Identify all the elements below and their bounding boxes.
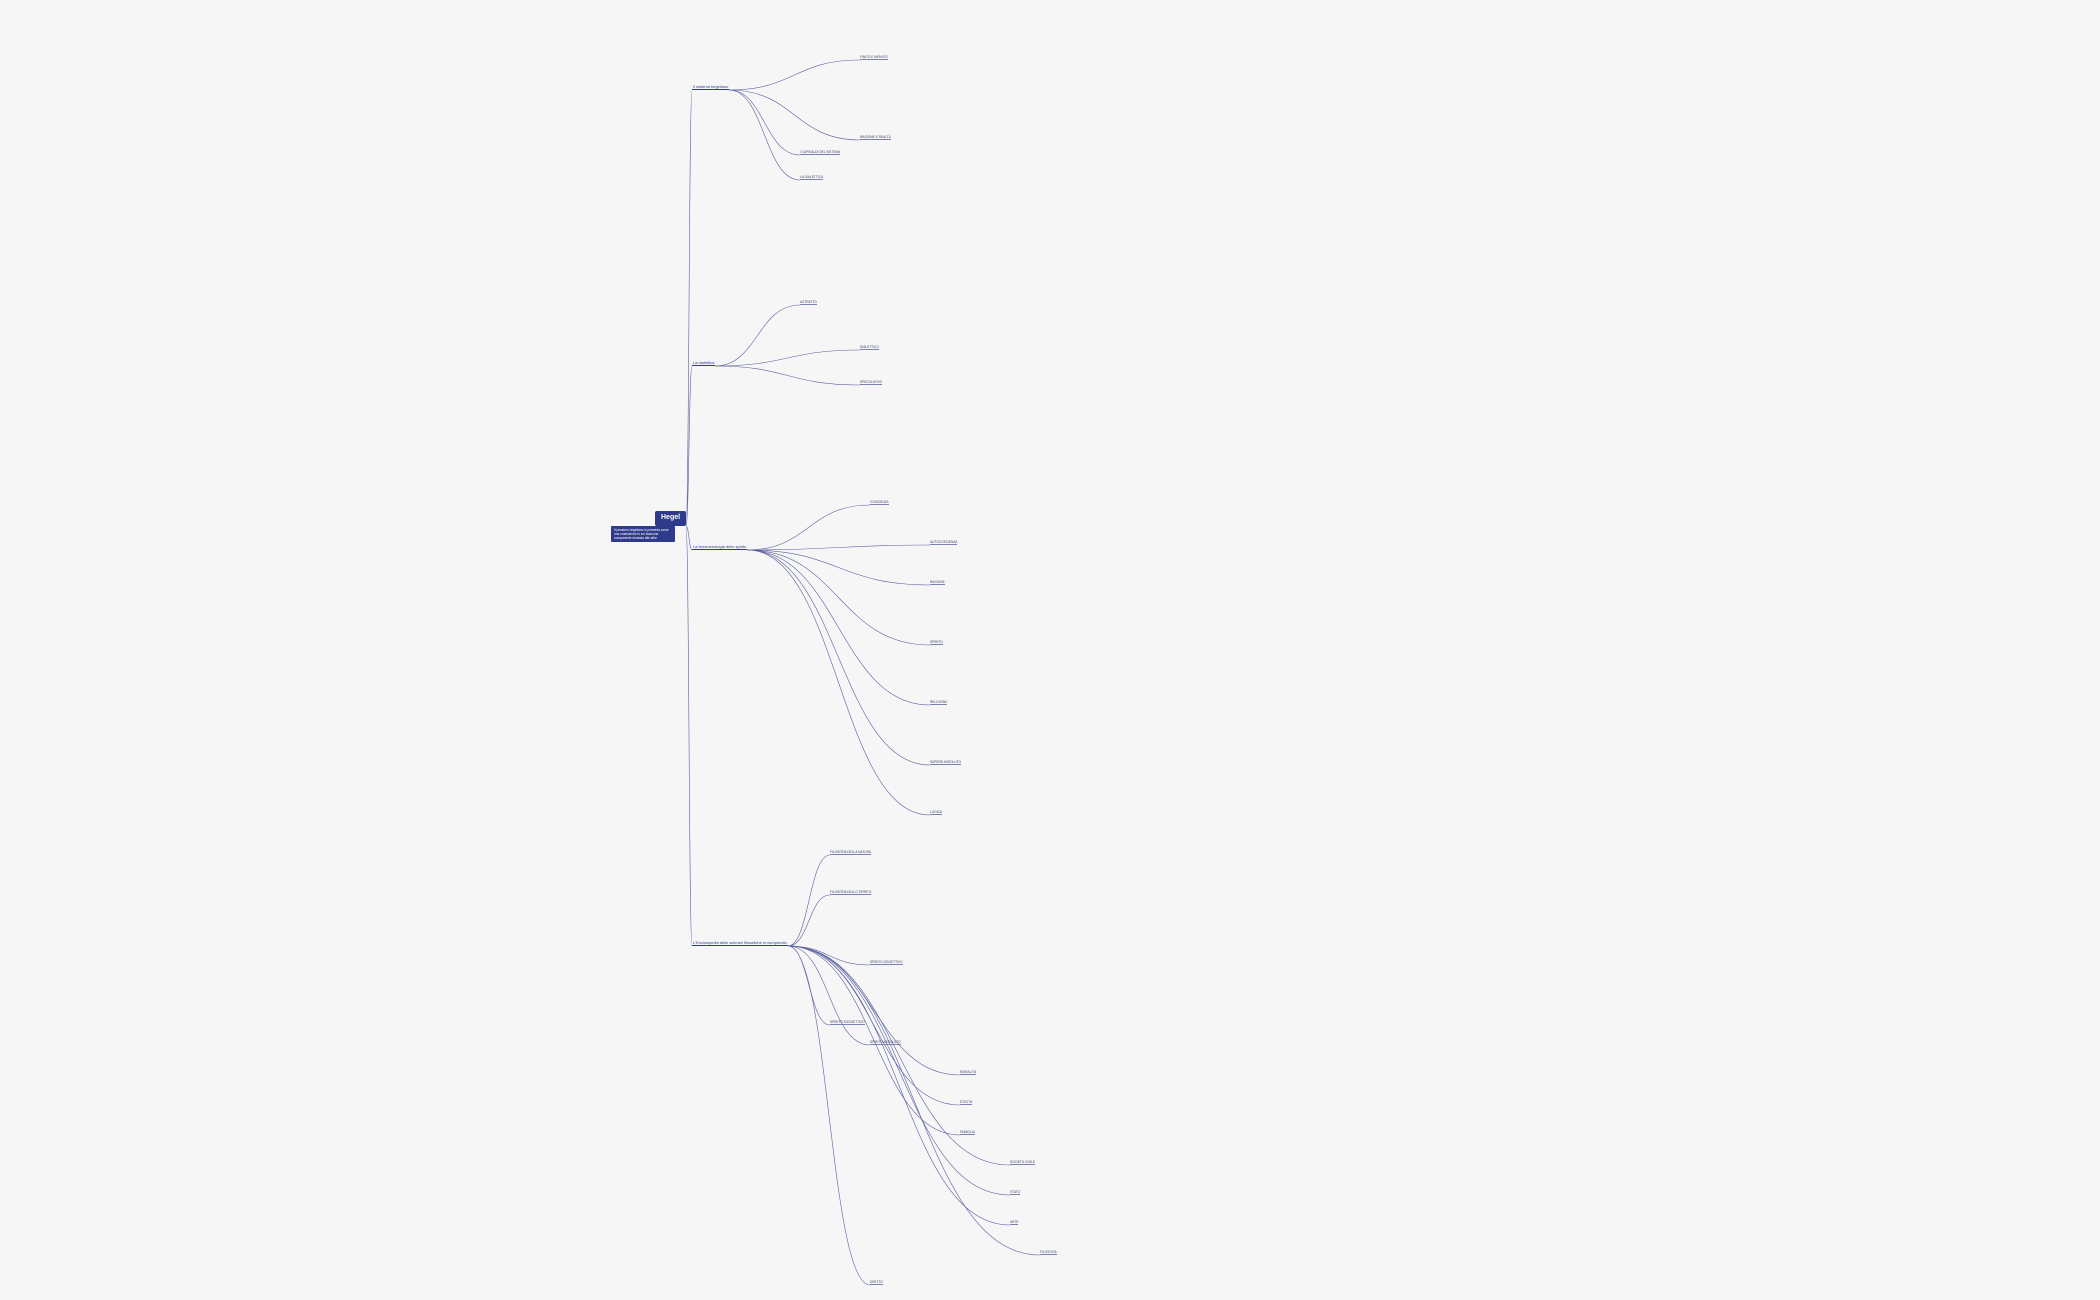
edge-branch-sub-23: [787, 945, 1011, 1166]
edge-branch-sub-19: [787, 945, 871, 1286]
edge-branch-sub-24: [787, 945, 1011, 1196]
edge-branch-sub-4: [714, 304, 801, 367]
sub-node-logica[interactable]: LOGICA: [930, 810, 943, 815]
branch-sistema-hegeliano[interactable]: Il sistema hegeliano: [692, 84, 730, 90]
sub-node-società-civile[interactable]: SOCIETÀ CIVILE: [1010, 1160, 1035, 1165]
edge-root-branch-3: [685, 525, 693, 947]
edge-branch-sub-26: [787, 945, 1041, 1256]
edge-branch-sub-14: [787, 854, 831, 947]
edge-branch-sub-16: [787, 945, 831, 1026]
branch-enciclopedia[interactable]: L'Enciclopedia delle scienze filosofiche…: [692, 940, 788, 946]
edge-branch-sub-1: [728, 89, 801, 181]
root-summary-note: Il pensiero hegeliano si presenta come u…: [611, 526, 675, 543]
edge-branch-sub-9: [746, 549, 931, 586]
edge-branch-sub-6: [714, 365, 861, 386]
sub-node-stato[interactable]: STATO: [1010, 1190, 1021, 1195]
sub-node-eticità[interactable]: ETICITÀ: [960, 1100, 973, 1105]
edge-branch-sub-11: [746, 549, 931, 706]
sub-node-filosofia[interactable]: FILOSOFIA: [1040, 1250, 1057, 1255]
edge-root-branch-1: [685, 365, 693, 527]
sub-node-autocoscienza[interactable]: AUTOCOSCIENZA: [930, 540, 958, 545]
sub-node-spirito-soggettivo[interactable]: SPIRITO SOGGETTIVO: [830, 1020, 865, 1025]
sub-node-filosofia-dello-spirito[interactable]: FILOSOFIA DELLO SPIRITO: [830, 890, 872, 895]
sub-node-ragione[interactable]: RAGIONE: [930, 580, 945, 585]
edge-branch-sub-25: [787, 945, 1011, 1226]
edge-branch-sub-2: [728, 59, 861, 91]
sub-node-finito-e-infinito[interactable]: FINITO E INFINITO: [860, 55, 888, 60]
edge-branch-sub-13: [746, 549, 931, 816]
sub-node-la-dialettica[interactable]: LA DIALETTICA: [800, 175, 824, 180]
branch-dialettica[interactable]: La dialettica: [692, 360, 716, 366]
sub-node-sapere-assoluto[interactable]: SAPERE ASSOLUTO: [930, 760, 961, 765]
sub-node-filosofia-della-natura[interactable]: FILOSOFIA DELLA NATURA: [830, 850, 872, 855]
sub-node-speculativo[interactable]: SPECULATIVO: [860, 380, 883, 385]
sub-node-arte[interactable]: ARTE: [1010, 1220, 1019, 1225]
edge-branch-sub-10: [746, 549, 931, 646]
edge-branch-sub-15: [787, 894, 831, 947]
sub-node-ragione-e-realtà[interactable]: RAGIONE E REALTÀ: [860, 135, 891, 140]
edge-root-branch-0: [685, 89, 693, 527]
sub-node-i-capisaldi-del-sistema[interactable]: I CAPISALDI DEL SISTEMA: [800, 150, 841, 155]
sub-node-religione[interactable]: RELIGIONE: [930, 700, 948, 705]
sub-node-astratto[interactable]: ASTRATTO: [800, 300, 817, 305]
edge-branch-sub-22: [787, 945, 961, 1136]
edge-branch-sub-20: [787, 945, 961, 1076]
edge-branch-sub-7: [746, 504, 871, 551]
sub-node-coscienza[interactable]: COSCIENZA: [870, 500, 889, 505]
sub-node-famiglia[interactable]: FAMIGLIA: [960, 1130, 975, 1135]
sub-node-spirito[interactable]: SPIRITO: [930, 640, 943, 645]
edge-branch-sub-8: [746, 544, 931, 551]
sub-node-moralità[interactable]: MORALITÀ: [960, 1070, 977, 1075]
edge-branch-sub-3: [728, 89, 861, 141]
sub-node-diritto[interactable]: DIRITTO: [870, 1280, 883, 1285]
sub-node-spirito-assoluto[interactable]: SPIRITO ASSOLUTO: [870, 1040, 901, 1045]
root-node-hegel[interactable]: Hegel: [655, 511, 687, 526]
edge-branch-sub-0: [728, 89, 801, 156]
sub-node-spirito-oggettivo[interactable]: SPIRITO OGGETTIVO: [870, 960, 903, 965]
edge-branch-sub-18: [787, 945, 871, 1046]
edge-branch-sub-12: [746, 549, 931, 766]
edge-root-branch-2: [685, 525, 693, 551]
edge-branch-sub-17: [787, 945, 871, 966]
branch-fenomenologia[interactable]: La fenomenologia dello spirito: [692, 544, 748, 550]
sub-node-dialettico[interactable]: DIALETTICO: [860, 345, 879, 350]
edge-branch-sub-5: [714, 349, 861, 367]
